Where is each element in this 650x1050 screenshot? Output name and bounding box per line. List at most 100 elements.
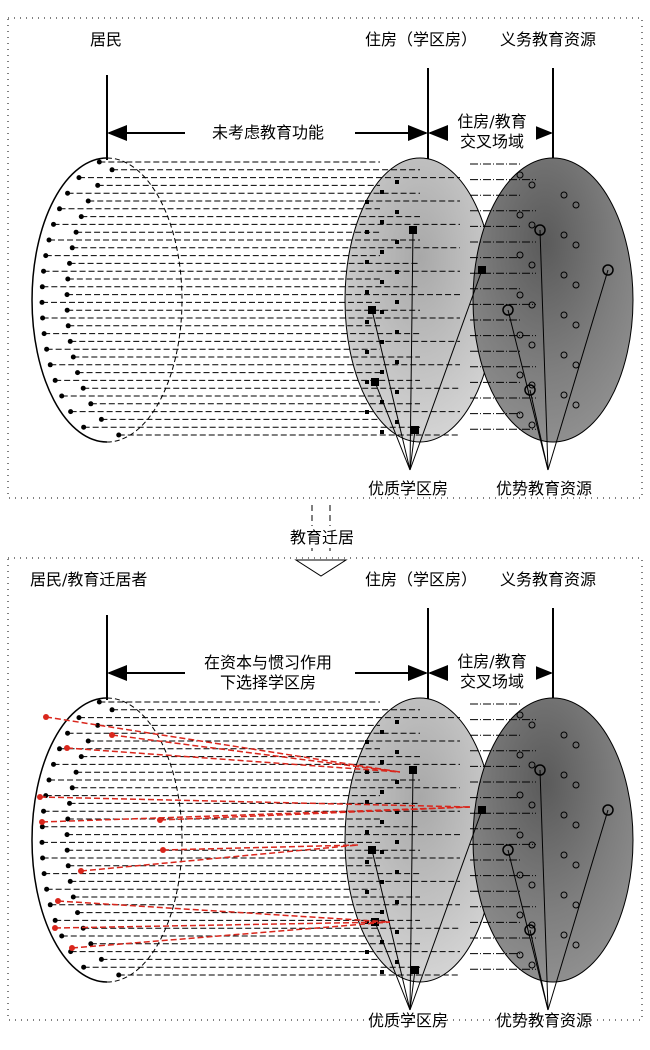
education-marker [560,271,568,279]
housing-marker [395,420,399,424]
panel-frame [7,557,643,1021]
housing-marker [395,330,399,334]
resident-dot [43,253,49,259]
housing-marker [395,840,399,844]
migrant-dot [160,847,166,853]
housing-marker [380,370,384,374]
education-marker [516,831,524,839]
education-marker [528,801,536,809]
migration-line [111,734,401,773]
housing-marker [365,860,369,864]
housing-marker [380,730,384,734]
education-marker [528,921,536,929]
resident-dot [65,323,71,329]
resident-dot [64,847,70,853]
left-span-label: 未考虑教育功能 [212,123,324,142]
resident-ellipse-left [31,697,108,983]
education-marker [560,891,568,899]
down-arrow-icon [294,559,348,577]
resident-dot [95,182,101,188]
cross-label-bg [448,111,536,155]
advantage-education-marker [524,924,536,936]
quality-housing-pointer [374,921,411,1011]
resident-dot [52,917,58,923]
left-span-label: 下选择学区房 [220,673,316,692]
education-marker [560,811,568,819]
housing-marker [395,390,399,394]
education-marker [560,731,568,739]
housing-marker [365,260,369,264]
migration-line [41,806,471,823]
resident-dot [64,292,70,298]
housing-marker [365,230,369,234]
quality-housing-pointer [371,849,411,1011]
resident-label: 居民 [90,30,122,49]
education-marker [516,251,524,259]
resident-dot [85,738,91,744]
resident-dot [40,855,46,861]
education-marker [528,221,536,229]
housing-marker [380,310,384,314]
migration-line [54,921,391,929]
education-marker [516,951,524,959]
housing-marker [395,210,399,214]
resident-dot [59,933,65,939]
resident-dot [51,221,57,227]
housing-marker [365,890,369,894]
advantage-education-pointer [507,309,549,471]
resident-dot [88,401,94,407]
housing-marker [395,810,399,814]
advantage-education-marker [502,844,514,856]
education-ellipse [472,697,634,983]
migrant-dot [43,714,49,720]
housing-marker [380,880,384,884]
resident-dot [65,816,71,822]
housing-marker [395,180,399,184]
housing-marker [365,350,369,354]
quality-housing-pointer [409,969,416,1011]
quality-housing-pointer [409,429,416,471]
migration-line [45,716,401,773]
resident-dot [65,276,71,282]
education-marker [572,401,580,409]
migrant-dot [64,745,70,751]
education-marker [528,961,536,969]
education-marker [516,171,524,179]
housing-label: 住房（学区房） [365,30,477,49]
education-marker [528,181,536,189]
migrant-dot [37,794,43,800]
quality-housing-pointer [371,309,411,471]
education-marker [560,311,568,319]
migrant-dot [69,945,75,951]
education-marker [528,261,536,269]
quality-housing-pointer [409,269,483,471]
housing-marker [380,790,384,794]
housing-marker [365,740,369,744]
resident-dot [65,863,71,869]
advantage-education-marker [502,304,514,316]
housing-marker [365,290,369,294]
education-marker [516,871,524,879]
education-marker [572,741,580,749]
resident-dot [46,777,52,783]
migration-line [57,900,391,923]
resident-dot [70,354,76,360]
resident-dot [109,167,115,173]
education-marker [516,411,524,419]
housing-marker [380,340,384,344]
education-marker [516,711,524,719]
housing-marker [395,960,399,964]
education-marker [560,391,568,399]
housing-marker [380,940,384,944]
resident-dot [85,198,91,204]
housing-marker [395,270,399,274]
education-marker [516,331,524,339]
resident-dot [40,315,46,321]
advantage-education-pointer [539,769,549,1011]
housing-marker [395,870,399,874]
resident-dot [75,910,81,916]
education-marker [560,191,568,199]
housing-marker [380,820,384,824]
resident-dot [47,362,53,368]
